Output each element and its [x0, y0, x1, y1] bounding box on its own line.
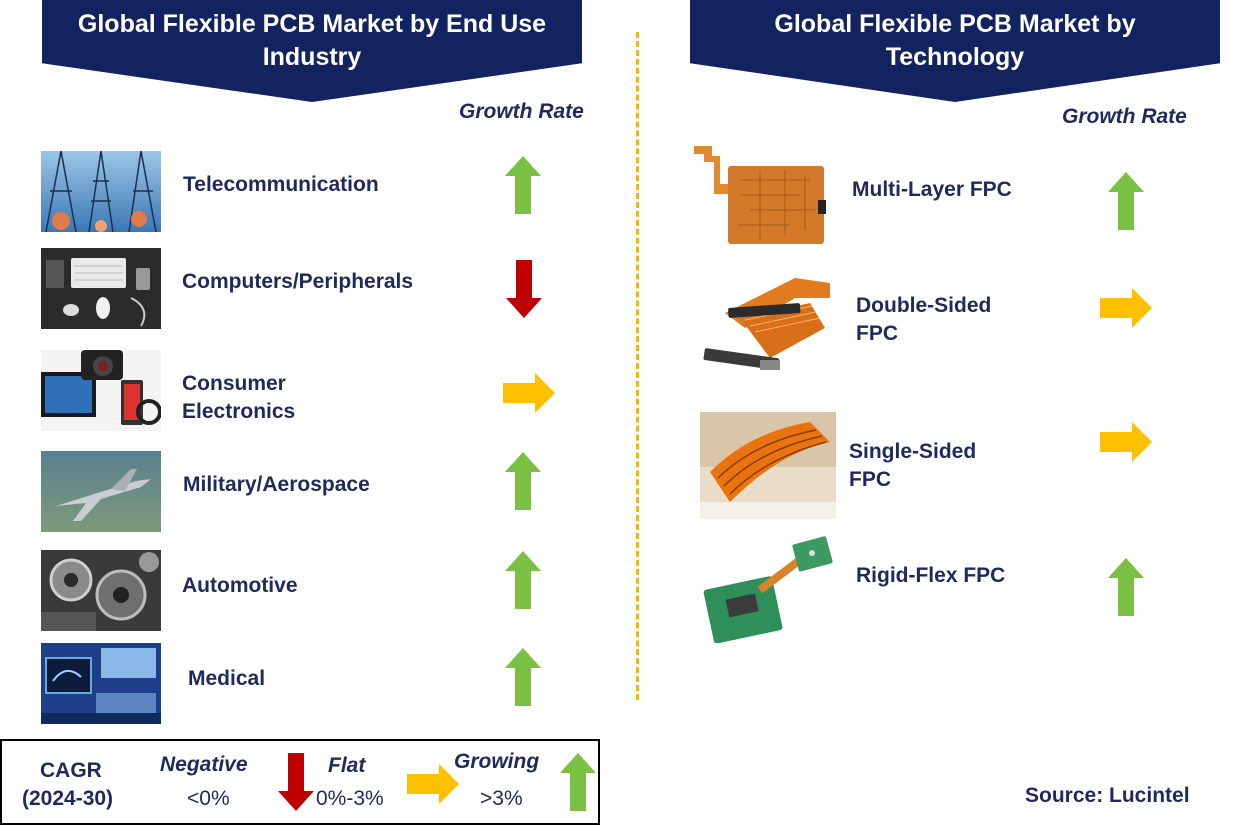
- dashed-divider: [636, 32, 639, 700]
- computers-image: [41, 248, 161, 329]
- cagr-period: (2024-30): [22, 787, 114, 810]
- up-arrow-icon: [505, 551, 541, 609]
- end-use-label-telecommunication: Telecommunication: [183, 173, 379, 196]
- rigid-flex-fpc-image: [700, 535, 835, 643]
- up-arrow-icon: [1108, 558, 1144, 616]
- growing-range: >3%: [480, 787, 523, 810]
- right-arrow-icon: [1100, 288, 1152, 328]
- automotive-engine-image: [41, 550, 161, 631]
- double-sided-fpc-image: [700, 268, 832, 383]
- up-arrow-icon: [505, 648, 541, 706]
- right-arrow-icon: [503, 373, 555, 413]
- flat-label: Flat: [328, 754, 366, 777]
- source-credit: Source: Lucintel: [1025, 784, 1190, 807]
- growth-rate-header-right: Growth Rate: [1062, 105, 1187, 128]
- cagr-label: CAGR: [40, 759, 102, 782]
- end-use-label-military: Military/Aerospace: [183, 473, 370, 496]
- negative-label: Negative: [160, 753, 248, 776]
- up-arrow-icon: [505, 452, 541, 510]
- technology-label-rigid-flex: Rigid-Flex FPC: [856, 564, 1006, 587]
- up-arrow-icon: [1108, 172, 1144, 230]
- technology-label-multi-layer: Multi-Layer FPC: [852, 178, 1012, 201]
- consumer-electronics-image: [41, 350, 161, 431]
- down-arrow-icon: [278, 753, 314, 811]
- end-use-label-medical: Medical: [188, 667, 266, 690]
- negative-range: <0%: [187, 787, 230, 810]
- right-arrow-icon: [407, 764, 459, 804]
- end-use-label-computers: Computers/Peripherals: [182, 270, 414, 293]
- medical-equipment-image: [41, 643, 161, 724]
- end-use-label-automotive: Automotive: [182, 574, 298, 597]
- growing-label: Growing: [454, 750, 540, 773]
- telecom-tower-image: [41, 151, 161, 232]
- flat-range: 0%-3%: [316, 787, 384, 810]
- growth-rate-header-left: Growth Rate: [459, 100, 584, 123]
- single-sided-fpc-image: [700, 412, 836, 519]
- up-arrow-icon: [505, 156, 541, 214]
- down-arrow-icon: [506, 260, 542, 318]
- up-arrow-icon: [560, 753, 596, 811]
- cagr-legend: CAGR (2024-30) Negative <0% Flat 0%-3% G…: [0, 739, 600, 825]
- military-jet-image: [41, 451, 161, 532]
- right-arrow-icon: [1100, 422, 1152, 462]
- multi-layer-fpc-image: [690, 140, 830, 245]
